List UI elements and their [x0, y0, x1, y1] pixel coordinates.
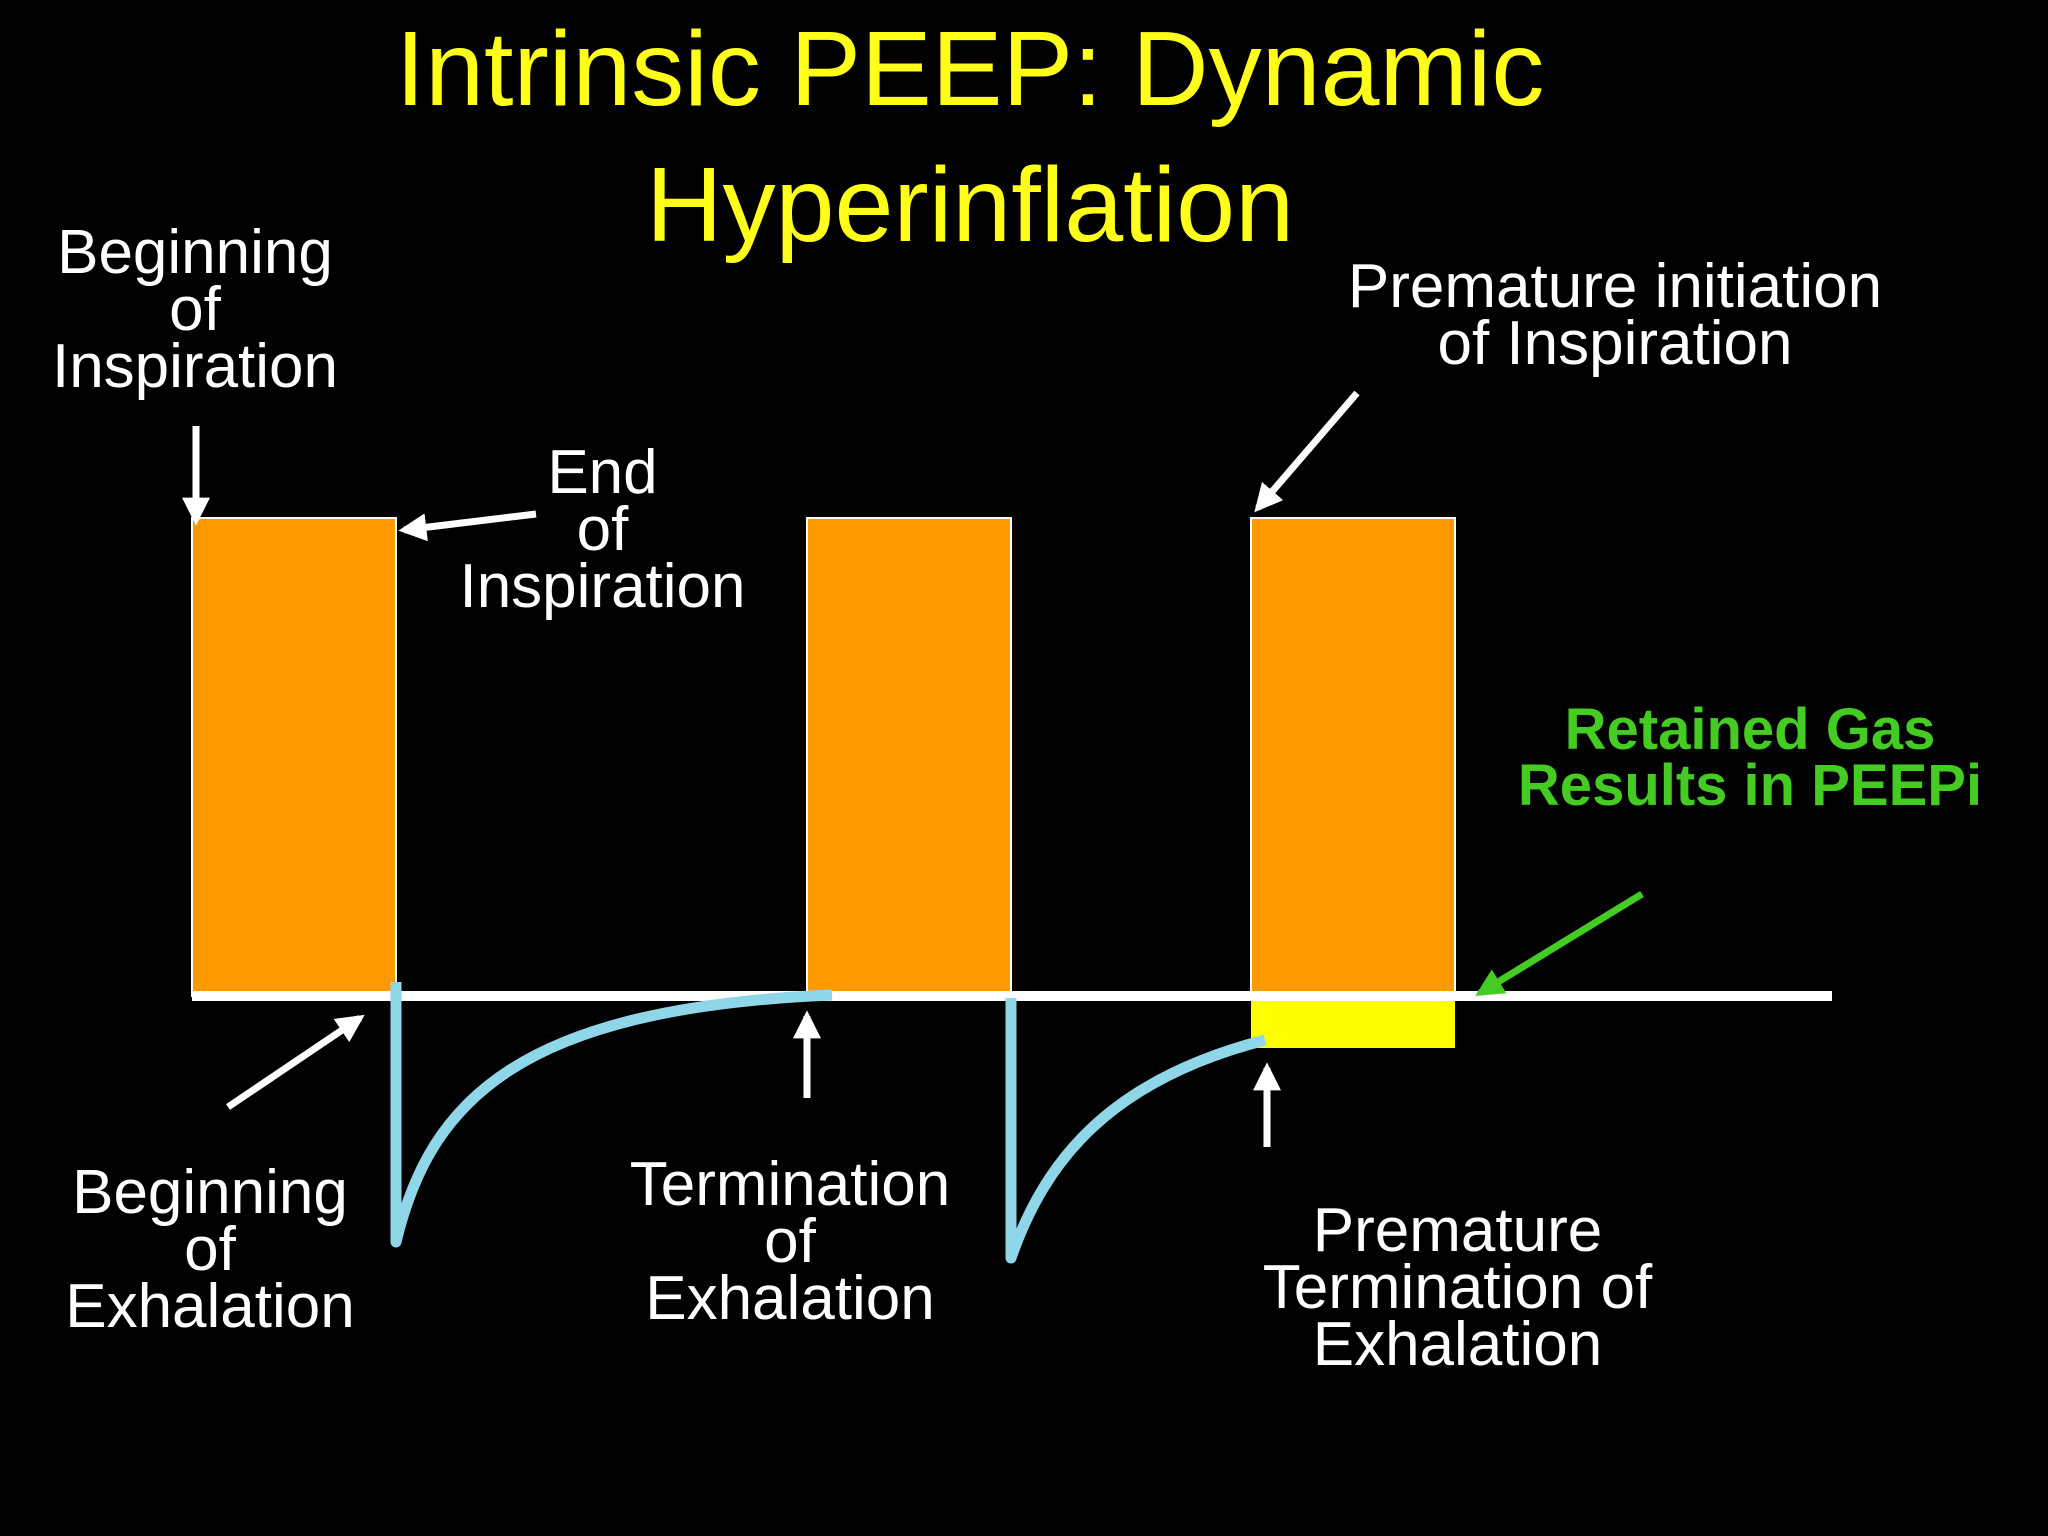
inspiration-bar-1: [191, 517, 397, 997]
arrow-retained-gas: [1475, 891, 1644, 996]
inspiration-bar-3: [1250, 517, 1456, 997]
label-line: Termination: [629, 1150, 951, 1219]
arrow-end-of-inspiration: [398, 510, 537, 542]
label-end-of-inspiration: End of Inspiration: [430, 438, 775, 621]
label-line: of: [169, 275, 221, 344]
label-premature-initiation-of-inspiration: Premature initiation of Inspiration: [1300, 252, 1930, 378]
exhalation-curve-1: [390, 982, 833, 1248]
label-line: Exhalation: [645, 1264, 935, 1333]
label-line: Beginning: [72, 1158, 348, 1227]
label-line: Premature: [1312, 1196, 1603, 1265]
label-line: Inspiration: [459, 552, 746, 621]
label-retained-gas: Retained Gas Results in PEEPi: [1480, 697, 2020, 818]
title-line-2: Hyperinflation: [645, 146, 1295, 264]
label-line: Beginning: [57, 218, 333, 287]
label-line: Termination of: [1262, 1253, 1653, 1322]
title-line-1: Intrinsic PEEP: Dynamic: [395, 10, 1545, 128]
label-line: Inspiration: [51, 332, 339, 401]
label-premature-termination-of-exhalation: Premature Termination of Exhalation: [1225, 1196, 1690, 1379]
label-beginning-of-inspiration: Beginning of Inspiration: [20, 218, 370, 401]
label-line: of: [576, 495, 629, 564]
label-line: of Inspiration: [1437, 309, 1793, 378]
label-line: of: [764, 1207, 816, 1276]
label-line: Exhalation: [1312, 1310, 1603, 1379]
label-line: Premature initiation: [1347, 252, 1883, 321]
retained-gas-bar: [1251, 996, 1455, 1048]
label-beginning-of-exhalation: Beginning of Exhalation: [40, 1158, 380, 1341]
label-termination-of-exhalation: Termination of Exhalation: [605, 1150, 975, 1333]
label-line: Exhalation: [65, 1272, 355, 1341]
label-line: End: [547, 438, 658, 507]
arrow-beginning-of-exhalation: [226, 1014, 365, 1110]
label-line: Results in PEEPi: [1517, 753, 1983, 818]
label-line: of: [184, 1215, 236, 1284]
arrow-premature-initiation: [1254, 390, 1360, 513]
label-line: Retained Gas: [1564, 697, 1936, 762]
inspiration-bar-2: [806, 517, 1012, 997]
exhalation-curve-2: [1005, 998, 1267, 1264]
